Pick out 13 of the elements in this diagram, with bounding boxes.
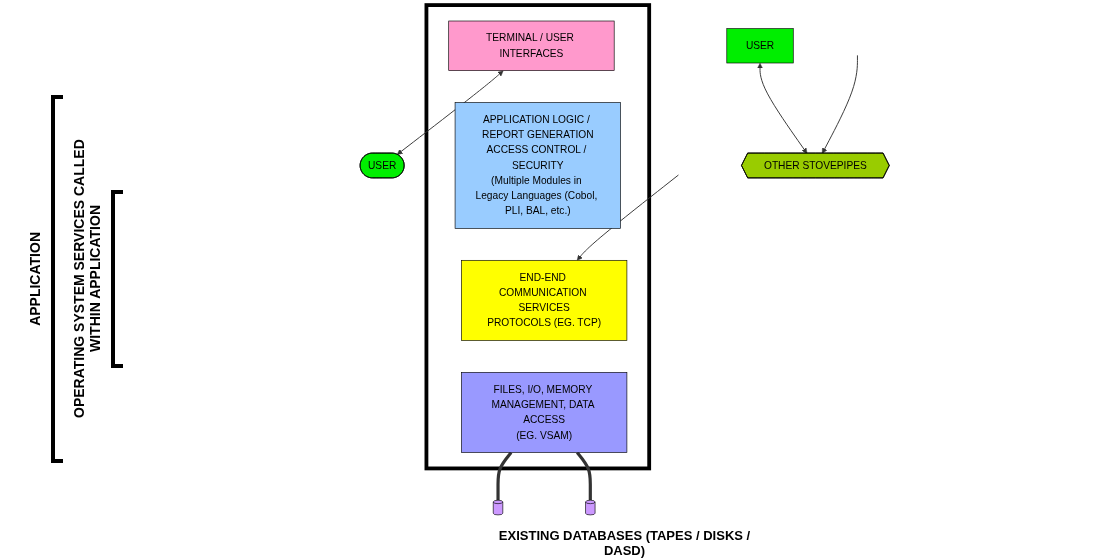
node-box: APPLICATION LOGIC / REPORT GENERATION ACCESS CONTROL / SECURITY (Multiple Modules in Legacy Languages (Cobol, PLI, BAL, etc.) xyxy=(454,102,621,229)
connector xyxy=(496,451,513,501)
node-box: TERMINAL / USER INTERFACES xyxy=(448,20,615,71)
database-caption: EXISTING DATABASES (TAPES / DISKS / DASD) xyxy=(497,528,752,558)
node-box: END-END COMMUNICATION SERVICES PROTOCOLS (EG. TCP) xyxy=(460,260,628,341)
node-box: USER xyxy=(726,28,794,64)
node-box: FILES, I/O, MEMORY MANAGEMENT, DATA ACCESS (EG. VSAM) xyxy=(460,372,628,453)
cluster xyxy=(424,3,651,471)
side-label: APPLICATION xyxy=(27,232,43,326)
node-cylinder xyxy=(585,499,596,516)
connector xyxy=(575,451,592,501)
node-cylinder xyxy=(492,499,503,516)
side-note: OPERATING SYSTEM SERVICES CALLED WITHIN APPLICATION xyxy=(71,138,103,421)
